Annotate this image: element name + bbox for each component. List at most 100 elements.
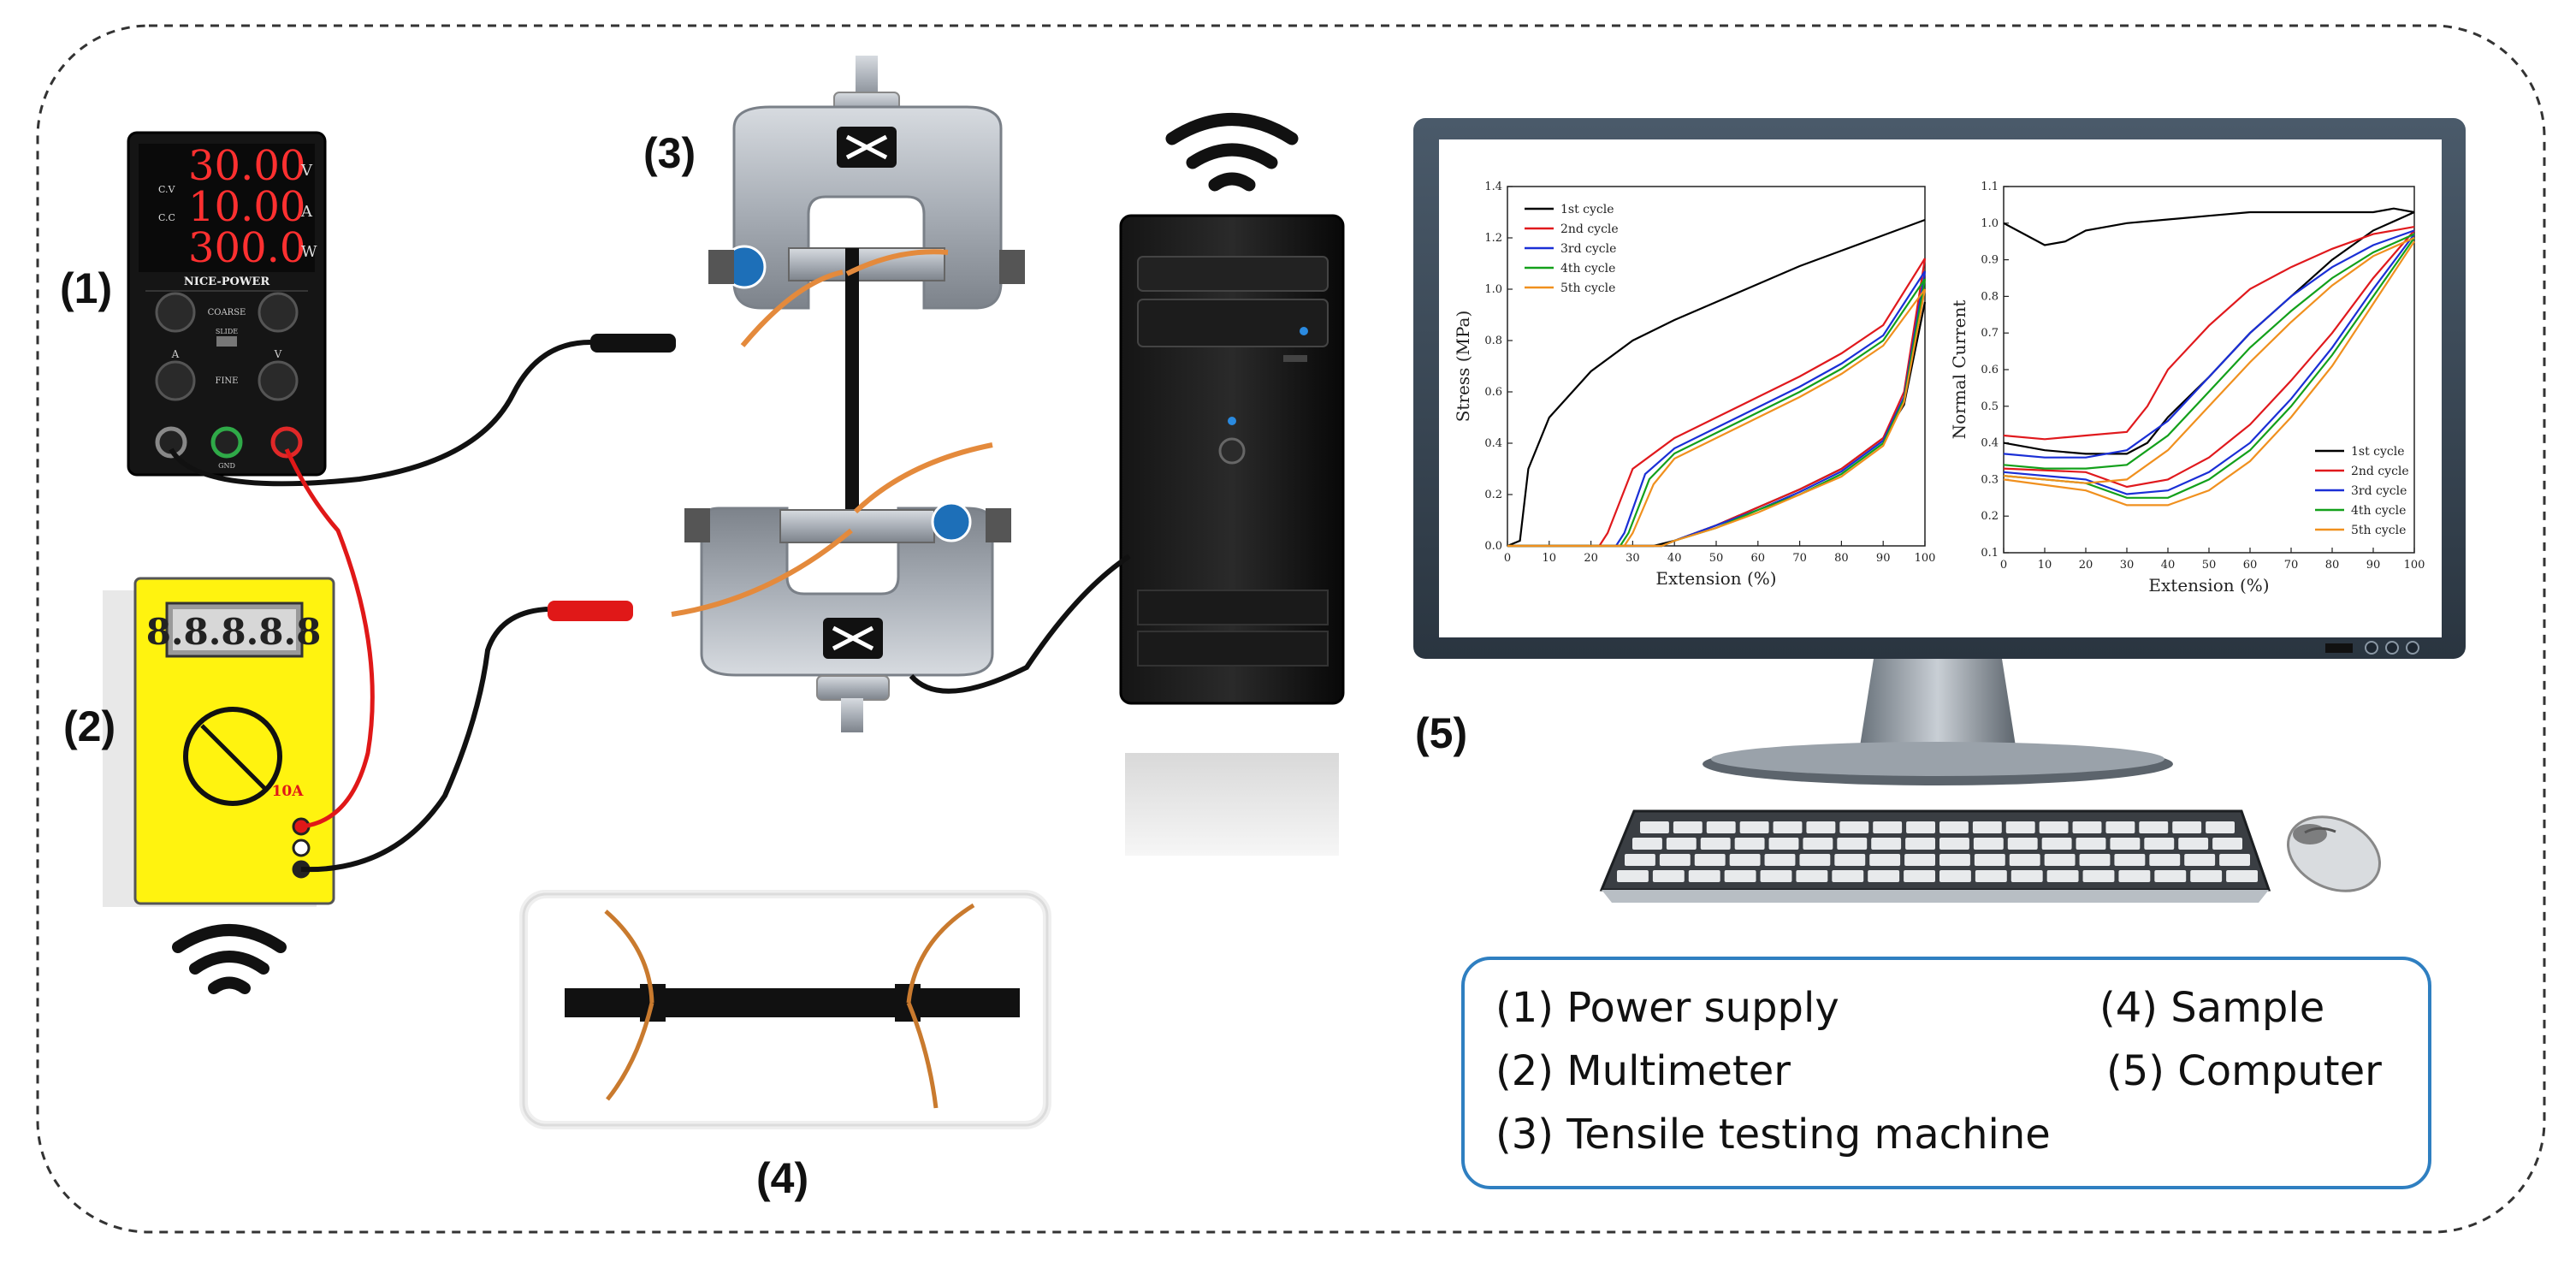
x-tick-label: 30	[1626, 552, 1640, 565]
sample-strip	[565, 988, 1020, 1017]
y-tick-label: 1.1	[1981, 181, 1999, 193]
y-tick-label: 0.0	[1484, 540, 1502, 553]
x-tick-label: 0	[1504, 552, 1511, 565]
keyboard-key	[1834, 854, 1866, 866]
series-line	[2003, 233, 2415, 495]
lower-electrode-wire	[853, 442, 993, 514]
y-tick-label: 0.7	[1981, 327, 1999, 340]
keyboard-key	[1906, 821, 1935, 833]
keyboard-key	[2046, 870, 2079, 882]
mouse[interactable]	[2276, 803, 2391, 905]
unit-watts: W	[301, 243, 317, 261]
component-legend: (1) Power supply (4) Sample (2) Multimet…	[1461, 957, 2431, 1189]
y-tick-label: 0.6	[1981, 364, 1999, 376]
keyboard-key	[2144, 838, 2175, 850]
red-wire-psu-meter	[284, 447, 375, 829]
coarse-voltage-knob[interactable]	[258, 292, 299, 333]
terminal-negative[interactable]	[155, 426, 187, 459]
x-tick-label: 60	[2243, 559, 2258, 572]
keyboard-key	[1939, 838, 1969, 850]
keyboard-key	[1632, 838, 1662, 850]
lower-lead-wire	[671, 528, 853, 617]
keyboard-key	[1803, 838, 1833, 850]
upper-electrode-wire	[845, 249, 949, 276]
x-tick-label: 100	[2404, 559, 2425, 572]
black-wire-meter	[300, 607, 548, 873]
series-line	[2003, 236, 2415, 484]
keyboard-key	[1659, 854, 1691, 866]
series-line-loading	[1507, 278, 1926, 548]
keyboard-key	[1773, 821, 1803, 833]
coarse-label: COARSE	[208, 308, 246, 317]
y-tick-label: 0.5	[1981, 400, 1999, 413]
keyboard-key	[2009, 854, 2040, 866]
keyboard-key	[1868, 870, 1900, 882]
black-wire-psu	[169, 340, 591, 487]
power-button[interactable]	[1218, 437, 1246, 465]
x-tick-label: 30	[2120, 559, 2135, 572]
keyboard-key	[2039, 821, 2069, 833]
y-tick-label: 0.8	[1981, 290, 1999, 303]
alligator-clip-black[interactable]	[590, 334, 676, 353]
computer-tower	[1119, 214, 1345, 856]
series-line-unloading	[1507, 288, 1927, 548]
legend-label: 1st cycle	[2351, 445, 2405, 459]
terminal-ground[interactable]	[210, 426, 243, 459]
fine-voltage-knob[interactable]	[258, 360, 299, 401]
y-tick-label: 0.4	[1981, 437, 1999, 450]
upper-lead-wire	[740, 270, 844, 347]
keyboard-key	[1939, 870, 1971, 882]
wifi-icon	[172, 924, 287, 994]
mode-switch[interactable]	[216, 336, 237, 347]
keyboard-key	[2076, 838, 2106, 850]
series-line-loading	[1507, 218, 1926, 548]
keyboard-key	[2110, 838, 2141, 850]
coarse-current-knob[interactable]	[155, 292, 196, 333]
electrode-wire	[906, 1002, 939, 1109]
keyboard-key	[2005, 821, 2035, 833]
series-line	[2003, 207, 2415, 246]
x-tick-label: 10	[2038, 559, 2052, 572]
fine-current-knob[interactable]	[155, 360, 196, 401]
switch-label: SLIDE	[216, 328, 238, 335]
alligator-clip-red[interactable]	[548, 601, 633, 621]
legend-label: 3rd cycle	[1560, 242, 1616, 256]
keyboard-key	[2072, 821, 2102, 833]
label-multimeter: (2)	[63, 702, 116, 750]
port-10a-label: 10A	[272, 783, 305, 800]
readout-amps: 10.00	[188, 183, 305, 231]
y-tick-label: 0.8	[1484, 335, 1502, 347]
y-tick-label: 0.1	[1981, 547, 1999, 560]
terminal-positive[interactable]	[270, 426, 303, 459]
series-line	[2003, 233, 2415, 470]
tensile-testing-machine	[684, 56, 1025, 732]
keyboard-key	[2010, 870, 2043, 882]
wifi-icon	[1165, 113, 1299, 192]
keyboard-key	[1972, 821, 2002, 833]
x-tick-label: 90	[2366, 559, 2381, 572]
legend-item-multimeter: (2) Multimeter	[1495, 1047, 1791, 1095]
legend-label: 3rd cycle	[2351, 484, 2407, 498]
y-tick-label: 0.6	[1484, 386, 1502, 399]
dashed-frame	[36, 24, 2546, 1234]
electrode-wire	[604, 910, 654, 1004]
legend-item-power-supply: (1) Power supply	[1495, 984, 1839, 1032]
keyboard-key	[2082, 870, 2115, 882]
readout-volts: 30.00	[188, 142, 305, 190]
keyboard-key	[1729, 854, 1761, 866]
series-line	[2003, 226, 2415, 441]
legend-item-computer: (5) Computer	[2106, 1047, 2382, 1095]
port-vomega[interactable]	[292, 839, 311, 857]
keyboard[interactable]	[1599, 809, 2271, 903]
keyboard-key	[1837, 838, 1868, 850]
y-axis-label: Stress (MPa)	[1453, 311, 1473, 423]
power-supply: 30.00 V C.V 10.00 A C.C 300.0 W NICE-POW…	[127, 131, 327, 477]
keyboard-key	[1939, 854, 1970, 866]
keyboard-key	[1706, 821, 1736, 833]
y-tick-label: 0.2	[1484, 489, 1502, 501]
fine-label: FINE	[216, 376, 239, 386]
keyboard-key	[1724, 870, 1756, 882]
y-tick-label: 0.9	[1981, 254, 1999, 267]
